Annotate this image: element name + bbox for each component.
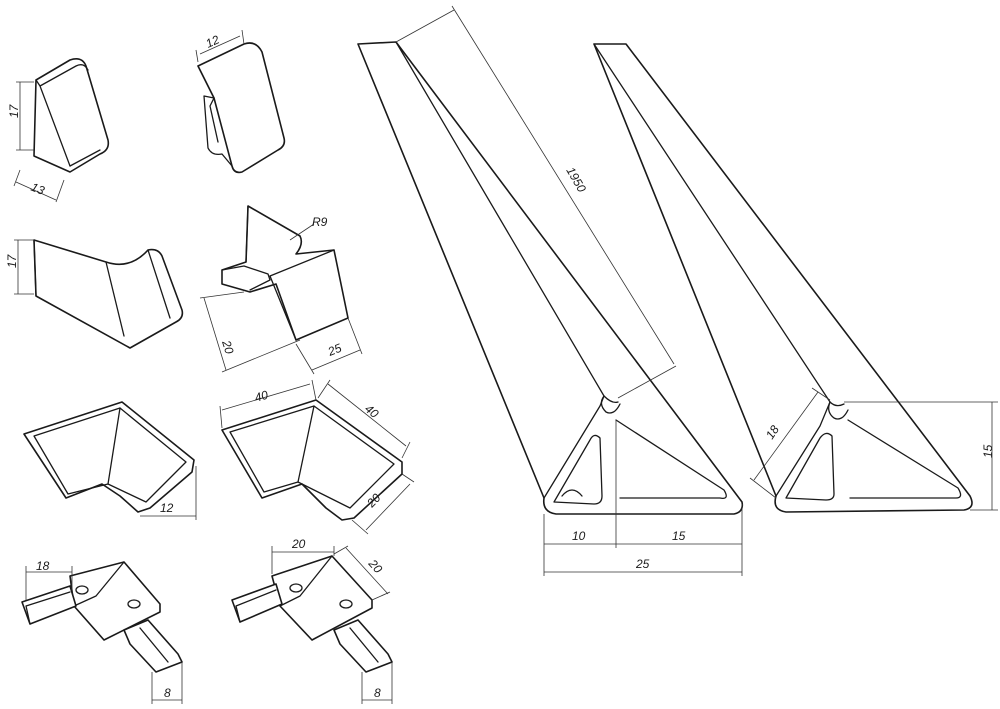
dim-cap-height: 17 — [7, 103, 21, 118]
connector-left: 18 8 — [21, 559, 183, 704]
dim-corner-depth: 20 — [219, 338, 237, 356]
dim-corner40-a: 40 — [253, 388, 270, 405]
profile-b: 18 15 — [593, 43, 998, 513]
profile-a: 1950 10 15 25 — [357, 5, 744, 576]
dim-connector-a: 20 — [291, 537, 306, 551]
connector-right: 20 20 8 — [231, 537, 393, 704]
dim-profile-height: 15 — [981, 444, 995, 458]
outer-corner: R9 20 25 — [199, 205, 363, 375]
dim-cap-width: 12 — [204, 32, 222, 50]
dim-endpiece-height: 17 — [5, 253, 19, 268]
end-cap-right: 12 — [195, 29, 286, 174]
corner-40: 40 40 20 — [219, 379, 415, 535]
end-piece: 17 — [5, 239, 184, 349]
end-cap-left: 17 13 — [7, 58, 110, 203]
dim-profile-left: 10 — [572, 529, 586, 543]
dim-connector-right-slot: 8 — [374, 686, 381, 700]
dim-profile-total: 25 — [635, 557, 650, 571]
dim-corner40-b: 40 — [362, 402, 381, 422]
dim-radius: R9 — [312, 215, 328, 229]
dim-connector-b: 20 — [365, 556, 385, 576]
dim-connector-slot: 8 — [164, 686, 171, 700]
dim-cap-depth: 13 — [29, 180, 47, 198]
dim-inner-corner-width: 12 — [160, 501, 174, 515]
dim-profile-length: 1950 — [563, 165, 589, 195]
dim-profile-right: 15 — [672, 529, 686, 543]
inner-corner: 12 — [23, 401, 197, 520]
dim-corner-width: 25 — [325, 341, 344, 359]
dim-connector-width: 18 — [36, 559, 50, 573]
